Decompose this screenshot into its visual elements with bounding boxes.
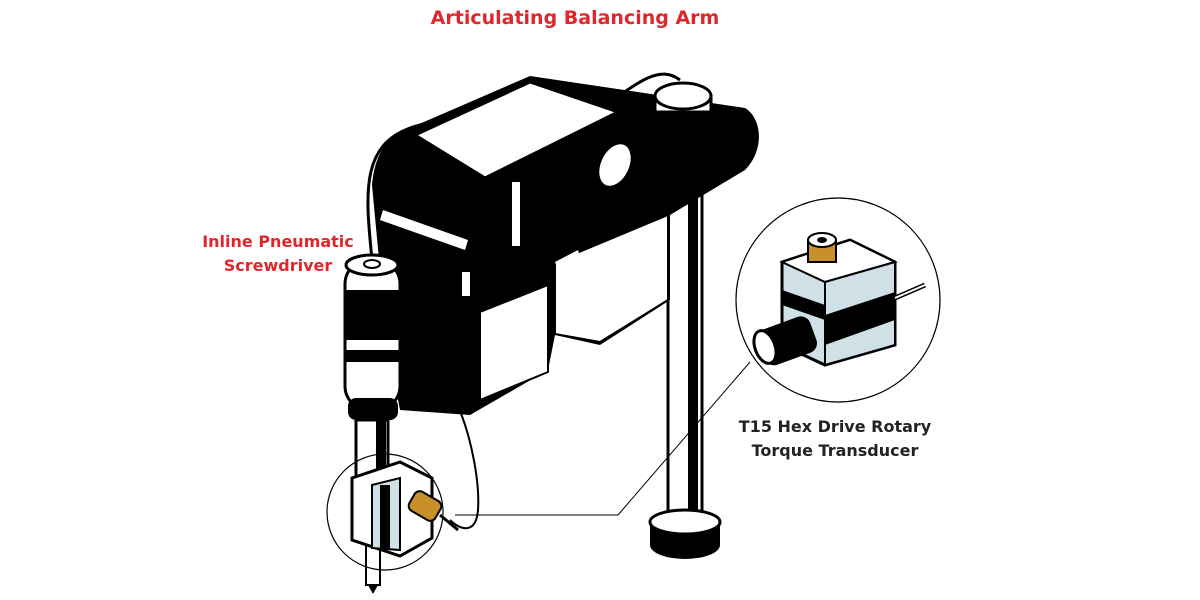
balancing-arm-body: [372, 76, 759, 415]
transducer-label-line2: Torque Transducer: [751, 441, 919, 460]
mounted-transducer: [350, 460, 459, 558]
transducer-detail: [752, 232, 926, 367]
transducer-highlight-circle: [326, 453, 444, 571]
adjustment-knob: [653, 81, 713, 126]
screwdriver-label: Inline Pneumatic Screwdriver: [202, 232, 354, 275]
diagram-title: Articulating Balancing Arm: [430, 7, 720, 29]
transducer-label-line1: T15 Hex Drive Rotary: [738, 417, 932, 436]
support-pole: [648, 188, 722, 559]
transducer-label: T15 Hex Drive Rotary Torque Transducer: [720, 415, 950, 463]
sensor-cable: [449, 399, 480, 530]
